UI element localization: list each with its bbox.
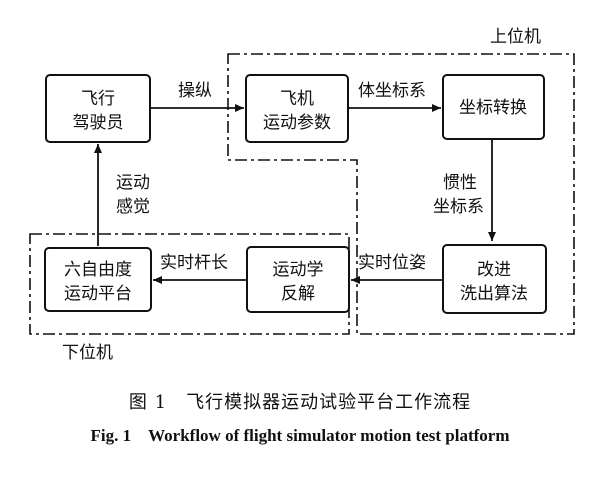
node-coord-transform: 坐标转换 — [442, 74, 545, 140]
node-pilot-line1: 飞行 — [81, 89, 115, 109]
node-platform: 六自由度 运动平台 — [44, 247, 152, 312]
node-platform-line2: 运动平台 — [64, 284, 132, 304]
edge-label-realtime-pose: 实时位姿 — [358, 253, 426, 273]
node-washout: 改进 洗出算法 — [442, 244, 547, 314]
upper-computer-boundary — [227, 53, 575, 335]
node-coord-transform-line1: 坐标转换 — [459, 98, 527, 118]
edge-label-realtime-leg: 实时杆长 — [160, 253, 228, 273]
node-aircraft-params-line1: 飞机 — [280, 89, 314, 109]
node-washout-line2: 洗出算法 — [460, 284, 528, 304]
node-pilot: 飞行 驾驶员 — [45, 74, 151, 143]
edge-label-inertial-frame-1: 惯性 — [443, 173, 477, 193]
figure-caption-zh: 图 1 飞行模拟器运动试验平台工作流程 — [129, 392, 471, 413]
node-aircraft-params: 飞机 运动参数 — [245, 74, 349, 143]
edge-label-body-frame: 体坐标系 — [358, 81, 426, 101]
edge-label-inertial-frame-2: 坐标系 — [433, 197, 484, 217]
lower-computer-boundary — [29, 233, 350, 335]
node-aircraft-params-line2: 运动参数 — [263, 113, 331, 133]
node-inverse-kinematics-line2: 反解 — [281, 284, 315, 304]
lower-computer-label: 下位机 — [62, 343, 113, 363]
node-pilot-line2: 驾驶员 — [73, 113, 124, 133]
node-inverse-kinematics: 运动学 反解 — [246, 246, 350, 313]
figure-caption-en: Fig. 1 Workflow of flight simulator moti… — [91, 426, 510, 445]
upper-computer-label: 上位机 — [490, 27, 541, 47]
node-platform-line1: 六自由度 — [64, 260, 132, 280]
edge-label-motion-feel-1: 运动 — [116, 173, 150, 193]
node-washout-line1: 改进 — [477, 260, 511, 280]
edge-label-motion-feel-2: 感觉 — [116, 197, 150, 217]
edge-label-control: 操纵 — [178, 81, 212, 101]
node-inverse-kinematics-line1: 运动学 — [273, 260, 324, 280]
